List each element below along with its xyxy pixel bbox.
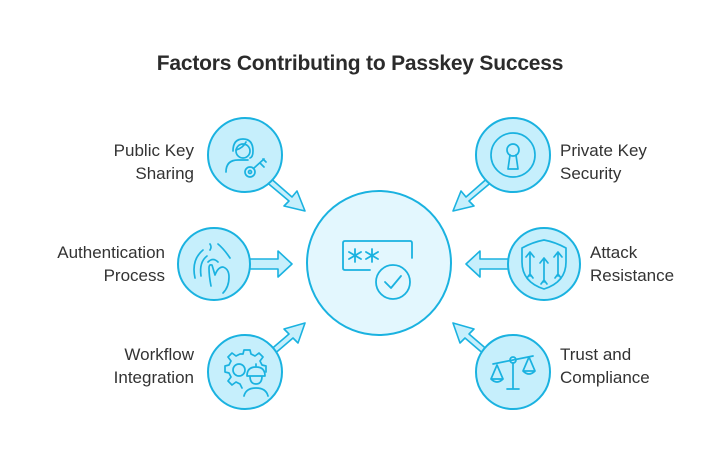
label-line: Public Key — [113, 141, 194, 160]
label-private-key-security: Private Key Security — [560, 139, 647, 185]
label-authentication-process: Authentication Process — [57, 241, 165, 287]
label-line: Compliance — [560, 368, 650, 387]
user-key-icon — [225, 138, 267, 178]
node-authentication-process — [177, 227, 251, 301]
shield-arrows-icon — [521, 239, 567, 290]
label-line: Resistance — [590, 266, 675, 285]
arrow-attack-resistance — [465, 250, 511, 278]
label-line: Integration — [113, 368, 194, 387]
node-public-key-sharing — [207, 117, 283, 193]
label-attack-resistance: Attack Resistance — [590, 241, 674, 287]
node-workflow-integration — [207, 334, 283, 410]
label-line: Attack — [590, 243, 638, 262]
label-public-key-sharing: Public Key Sharing — [114, 139, 194, 185]
label-line: Authentication — [57, 243, 165, 262]
label-line: Workflow — [124, 345, 194, 364]
label-workflow-integration: Workflow Integration — [114, 343, 194, 389]
label-line: Sharing — [135, 164, 194, 183]
label-line: Private Key — [560, 141, 647, 160]
arrow-authentication-process — [247, 250, 293, 278]
scales-icon — [490, 355, 536, 390]
keyhole-icon — [490, 132, 536, 178]
node-circle — [475, 117, 551, 193]
fingerprint-touch-icon — [193, 243, 231, 294]
node-trust-and-compliance — [475, 334, 551, 410]
label-line: Trust and — [560, 345, 632, 364]
node-circle — [177, 227, 251, 301]
center-node — [306, 190, 452, 336]
node-attack-resistance — [507, 227, 581, 301]
gear-worker-icon — [224, 349, 269, 397]
node-private-key-security — [475, 117, 551, 193]
diagram-title: Factors Contributing to Passkey Success — [156, 52, 564, 75]
label-line: Process — [103, 266, 165, 285]
password-check-icon — [342, 240, 413, 300]
label-trust-and-compliance: Trust and Compliance — [560, 343, 650, 389]
label-line: Security — [560, 164, 622, 183]
node-circle — [207, 117, 283, 193]
